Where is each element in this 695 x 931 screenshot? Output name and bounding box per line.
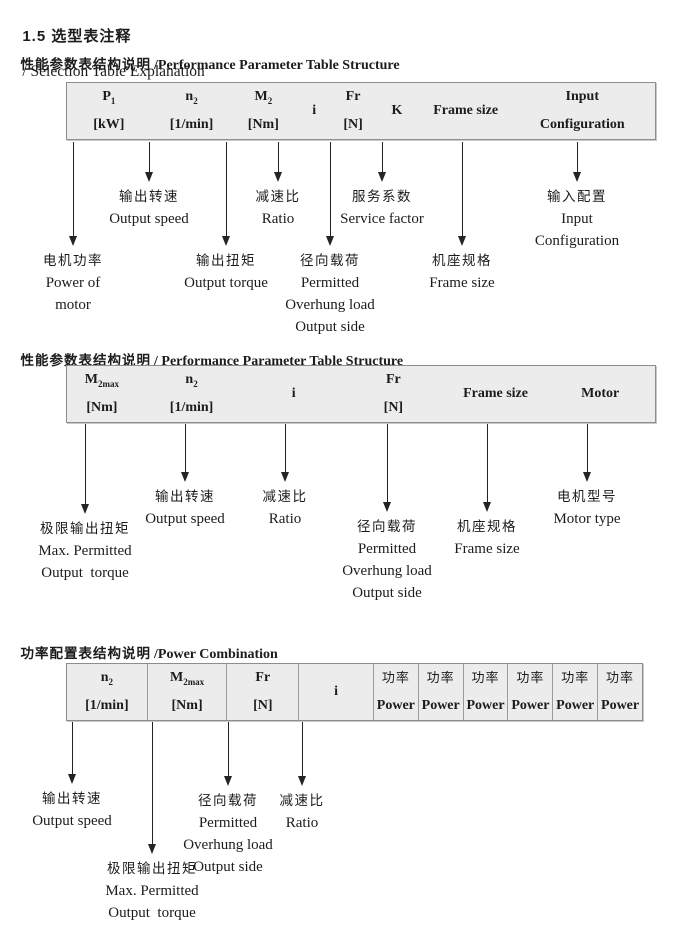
performance-table-1: P1 [kW] n2 [1/min] M2 [Nm] i Fr [N] K Fr… (66, 82, 656, 140)
table1-col-fr: Fr [N] (334, 83, 372, 139)
arrow-down-icon (383, 502, 391, 512)
arrow-down-icon (583, 472, 591, 482)
table1-col-input-configuration: Input Configuration (539, 89, 625, 132)
table2-col-m2max: M2max [Nm] (67, 366, 137, 422)
arrow-down-icon (81, 504, 89, 514)
table3-col-fr-symbol: Fr (255, 670, 271, 685)
table3-col-fr-unit: [N] (253, 698, 273, 713)
table3-col-power-5: 功率 Power (552, 664, 597, 720)
arrow-down-icon (326, 236, 334, 246)
annotation-service-factor: 服务系数 Service factor (340, 189, 424, 227)
annotation-output-speed: 输出转速 Output speed (145, 489, 225, 527)
table2-col-fr-symbol: Fr (386, 372, 401, 387)
table1-col-n2-unit: [1/min] (169, 117, 214, 132)
table1-col-m2-unit: [Nm] (247, 117, 279, 132)
page-title-cn: 1.5 选型表注释 (22, 28, 132, 45)
table3-col-i: i (298, 664, 373, 720)
table1-col-p1: P1 [kW] (67, 83, 151, 139)
annotation-overhung-load: 径向载荷 Permitted Overhung load Output side (342, 519, 432, 601)
section1-heading: 性能参数表结构说明/Performance Parameter Table St… (13, 38, 400, 74)
annotation-power-of-motor: 电机功率 Power of motor (43, 253, 103, 313)
table2-col-m2max-unit: [Nm] (86, 400, 118, 415)
annotation-overhung-load: 径向载荷 Permitted Overhung load Output side (285, 253, 375, 335)
table3-col-fr: Fr [N] (226, 664, 298, 720)
arrow-down-icon (298, 776, 306, 786)
annotation-overhung-load: 径向载荷 Permitted Overhung load Output side (183, 793, 273, 875)
table1-col-p1-unit: [kW] (93, 117, 125, 132)
table2-col-fr-unit: [N] (383, 400, 404, 415)
annotation-ratio: 减速比 Ratio (279, 793, 325, 831)
arrow-down-icon (222, 236, 230, 246)
arrow-down-icon (181, 472, 189, 482)
section3-heading-en: /Power Combination (154, 647, 278, 662)
arrow-down-icon (281, 472, 289, 482)
performance-table-2: M2max [Nm] n2 [1/min] i Fr [N] Frame siz… (66, 365, 656, 423)
arrow-down-icon (148, 844, 156, 854)
annotation-output-speed: 输出转速 Output speed (109, 189, 189, 227)
table3-col-n2: n2 [1/min] (67, 664, 147, 720)
table1-col-n2-symbol: n2 (185, 89, 198, 106)
table1-col-i: i (312, 103, 317, 118)
table3-col-n2-unit: [1/min] (85, 698, 129, 713)
table2-col-m2max-symbol: M2max (84, 372, 119, 389)
table3-col-n2-symbol: n2 (100, 670, 113, 687)
table1-col-m2-symbol: M2 (254, 89, 273, 106)
arrow-down-icon (145, 172, 153, 182)
table2-col-n2: n2 [1/min] (137, 366, 247, 422)
annotation-frame-size: 机座规格 Frame size (454, 519, 520, 557)
table2-col-n2-symbol: n2 (185, 372, 198, 389)
table3-col-m2max-unit: [Nm] (171, 698, 203, 713)
annotation-motor-type: 电机型号 Motor type (553, 489, 621, 527)
section1-heading-en: /Performance Parameter Table Structure (154, 58, 400, 73)
table3-col-power-3: 功率 Power (462, 664, 508, 720)
table1-col-m2: M2 [Nm] (232, 83, 294, 139)
table3-col-m2max-symbol: M2max (169, 670, 205, 687)
annotation-ratio: 减速比 Ratio (262, 489, 308, 527)
page-title-en: / Selection Table Explanation (22, 63, 205, 80)
section3-heading: 功率配置表结构说明/Power Combination (13, 627, 278, 663)
arrow-down-icon (224, 776, 232, 786)
table1-col-frame-size: Frame size (433, 103, 499, 118)
annotation-output-torque: 输出扭矩 Output torque (184, 253, 268, 291)
table3-col-power-2: 功率 Power (417, 664, 463, 720)
power-combination-table: n2 [1/min] M2max [Nm] Fr [N] i 功率 Power … (66, 663, 643, 721)
arrow-down-icon (483, 502, 491, 512)
annotation-max-torque: 极限输出扭矩 Max. Permitted Output torque (105, 861, 199, 921)
table2-col-i: i (291, 386, 296, 401)
table1-col-fr-symbol: Fr (345, 89, 361, 104)
arrow-down-icon (378, 172, 386, 182)
table2-col-n2-unit: [1/min] (169, 400, 214, 415)
annotation-ratio: 减速比 Ratio (255, 189, 301, 227)
arrow-down-icon (573, 172, 581, 182)
arrow-down-icon (274, 172, 282, 182)
table1-col-p1-symbol: P1 (102, 89, 116, 106)
table2-col-fr: Fr [N] (341, 366, 446, 422)
page-title: 1.5 选型表注释 / Selection Table Explanation (14, 8, 205, 81)
table1-col-k: K (391, 103, 403, 118)
arrow-down-icon (458, 236, 466, 246)
table1-col-n2: n2 [1/min] (151, 83, 233, 139)
arrow-down-icon (69, 236, 77, 246)
arrow-down-icon (68, 774, 76, 784)
annotation-max-torque: 极限输出扭矩 Max. Permitted Output torque (38, 521, 132, 581)
section3-heading-cn: 功率配置表结构说明 (20, 646, 152, 661)
section1-heading-cn: 性能参数表结构说明 (20, 57, 152, 72)
table3-col-power-4: 功率 Power (507, 664, 552, 720)
section2-heading-cn: 性能参数表结构说明 (20, 353, 152, 368)
annotation-output-speed: 输出转速 Output speed (32, 791, 112, 829)
table3-col-m2max: M2max [Nm] (146, 664, 227, 720)
annotation-input-configuration: 输入配置 Input Configuration (534, 189, 620, 249)
table3-col-power-1: 功率 Power (372, 664, 418, 720)
table2-col-frame-size: Frame size (463, 386, 528, 401)
annotation-frame-size: 机座规格 Frame size (429, 253, 495, 291)
table1-col-fr-unit: [N] (343, 117, 363, 132)
table2-col-motor: Motor (581, 386, 620, 401)
table3-col-power-6: 功率 Power (597, 664, 642, 720)
